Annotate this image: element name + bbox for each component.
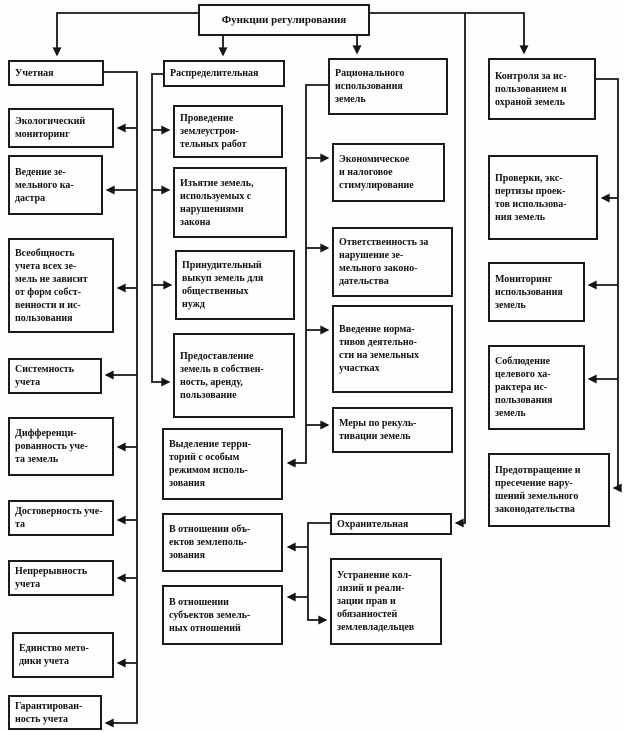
node-label: Предотвращение и пресечение нару- шений … xyxy=(495,465,581,515)
root-functions-node: Функции регулирования xyxy=(198,4,370,36)
node-label: Ответственность за нарушение зе- мельног… xyxy=(339,237,429,287)
land-recultivation-node: Меры по рекуль- тивации земель xyxy=(332,407,453,453)
node-label: Дифференци- рованность уче- та земель xyxy=(15,428,88,465)
node-label: Экологический мониторинг xyxy=(15,116,86,140)
connector-line xyxy=(307,522,330,625)
land-use-objects-node: В отношении объ- ектов землеполь- зовани… xyxy=(162,513,283,572)
node-label: Распределительная xyxy=(170,68,259,79)
land-withdrawal-node: Изъятие земель, используемых с нарушения… xyxy=(173,167,287,238)
node-label: Рационального использования земель xyxy=(335,68,405,105)
systematic-accounting-node: Системность учета xyxy=(8,358,102,394)
node-label: В отношении объ- ектов землеполь- зовани… xyxy=(169,524,251,561)
node-label: Проверки, экс- пертизы проек- тов исполь… xyxy=(495,172,567,223)
land-management-works-node: Проведение землеустрои- тельных работ xyxy=(173,105,283,158)
compulsory-purchase-node: Принудительный выкуп земель для обществе… xyxy=(175,250,295,320)
connector-line xyxy=(454,13,466,528)
land-granting-node: Предоставление земель в собствен- ность,… xyxy=(173,333,295,418)
special-regime-territories-node: Выделение терри- торий с особым режимом … xyxy=(162,428,283,500)
connectors xyxy=(52,12,622,728)
node-label: Соблюдение целевого ха- рактера ис- поль… xyxy=(495,356,553,419)
node-label: Непрерывность учета xyxy=(15,566,88,590)
distributive-function-node: Распределительная xyxy=(163,60,285,87)
node-label: Контроля за ис- пользованием и охраной з… xyxy=(495,70,567,108)
protective-function-node: Охранительная xyxy=(330,513,452,535)
economic-tax-stimulation-node: Экономическое и налоговое стимулирование xyxy=(332,143,445,202)
node-label: Гарантирован- ность учета xyxy=(15,700,83,725)
node-label: Введение норма- тивов деятельно- сти на … xyxy=(339,324,420,374)
ecological-monitoring-node: Экологический мониторинг xyxy=(8,108,114,148)
node-label: Изъятие земель, используемых с нарушения… xyxy=(180,177,254,228)
connector-line xyxy=(370,12,529,55)
node-label: В отношении субъектов земель- ных отноше… xyxy=(169,596,251,634)
liability-violation-node: Ответственность за нарушение зе- мельног… xyxy=(332,227,453,297)
accounting-function-node: Учетная xyxy=(8,60,104,86)
inspections-expertise-node: Проверки, экс- пертизы проек- тов исполь… xyxy=(488,155,598,240)
violation-prevention-node: Предотвращение и пресечение нару- шений … xyxy=(488,453,610,527)
rational-use-function-node: Рационального использования земель xyxy=(328,58,448,115)
connector-line xyxy=(52,12,198,57)
continuity-of-accounting-node: Непрерывность учета xyxy=(8,560,114,596)
node-label: Ведение зе- мельного ка- дастра xyxy=(15,166,74,204)
node-label: Единство мето- дики учета xyxy=(19,643,89,667)
connector-line xyxy=(104,71,138,728)
node-label: Учетная xyxy=(15,67,54,79)
connector-line xyxy=(151,73,171,387)
control-function-node: Контроля за ис- пользованием и охраной з… xyxy=(488,58,596,120)
universality-of-accounting-node: Всеобщность учета всех зе- мель не завис… xyxy=(8,238,114,333)
guaranteed-accounting-node: Гарантирован- ность учета xyxy=(8,695,102,730)
node-label: Функции регулирования xyxy=(221,13,347,26)
activity-standards-node: Введение норма- тивов деятельно- сти на … xyxy=(332,305,453,393)
reliability-of-accounting-node: Достоверность уче- та xyxy=(8,500,114,536)
node-label: Охранительная xyxy=(337,518,409,530)
land-use-monitoring-node: Мониторинг использования земель xyxy=(488,262,585,322)
connector-line xyxy=(286,84,328,468)
land-relations-subjects-node: В отношении субъектов земель- ных отноше… xyxy=(162,585,283,645)
differentiated-accounting-node: Дифференци- рованность уче- та земель xyxy=(8,417,114,476)
unified-methodology-node: Единство мето- дики учета xyxy=(12,632,114,678)
node-label: Достоверность уче- та xyxy=(15,506,103,530)
node-label: Проведение землеустрои- тельных работ xyxy=(180,113,247,150)
node-label: Устранение кол- лизий и реали- зации пра… xyxy=(337,570,415,633)
connector-line xyxy=(596,78,622,493)
purpose-compliance-node: Соблюдение целевого ха- рактера ис- поль… xyxy=(488,345,585,430)
node-label: Экономическое и налоговое стимулирование xyxy=(339,154,414,191)
node-label: Предоставление земель в собствен- ность,… xyxy=(180,350,264,401)
node-label: Принудительный выкуп земель для обществе… xyxy=(182,260,264,310)
node-label: Выделение терри- торий с особым режимом … xyxy=(169,439,252,489)
node-label: Меры по рекуль- тивации земель xyxy=(339,418,417,442)
land-cadastre-node: Ведение зе- мельного ка- дастра xyxy=(8,155,103,215)
node-label: Всеобщность учета всех зе- мель не завис… xyxy=(15,247,88,324)
node-label: Мониторинг использования земель xyxy=(495,273,563,311)
node-label: Системность учета xyxy=(15,364,74,388)
conflict-resolution-node: Устранение кол- лизий и реали- зации пра… xyxy=(330,558,442,645)
